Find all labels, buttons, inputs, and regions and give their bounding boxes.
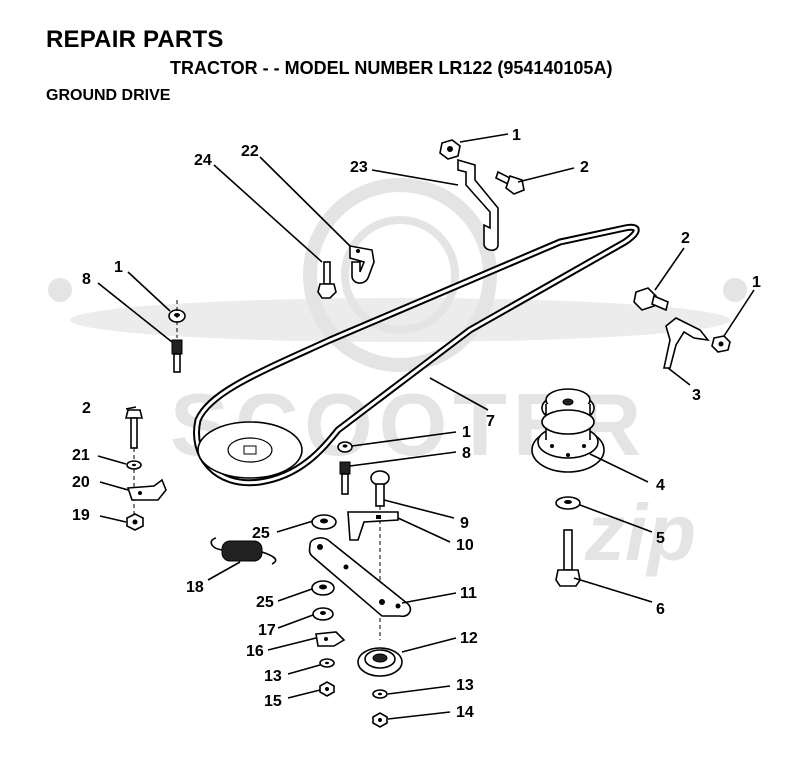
callout-3: 3 (692, 387, 701, 404)
lock-nut-1-center[interactable] (337, 441, 353, 453)
model-subtitle: TRACTOR - - MODEL NUMBER LR122 (95414010… (170, 58, 613, 78)
section-heading: GROUND DRIVE (46, 87, 171, 104)
callout-2: 2 (82, 400, 91, 417)
callout-9: 9 (460, 515, 469, 532)
callout-1: 1 (512, 127, 521, 144)
callout-8: 8 (462, 445, 471, 462)
bracket-20[interactable] (126, 478, 167, 501)
washer-13-right[interactable] (372, 689, 388, 699)
hex-nut-19[interactable] (126, 513, 144, 531)
callout-16: 16 (246, 643, 264, 660)
bolt-2-right[interactable] (633, 287, 669, 312)
callout-1: 1 (114, 259, 123, 276)
callout-21: 21 (72, 447, 90, 464)
callout-2: 2 (681, 230, 690, 247)
lock-nut-1-right[interactable] (711, 335, 731, 353)
washer-13-left[interactable] (319, 658, 335, 668)
callout-11: 11 (460, 585, 477, 602)
callout-12: 12 (460, 630, 478, 647)
callout-2: 2 (580, 159, 589, 176)
callout-7: 7 (486, 413, 495, 430)
callout-25: 25 (252, 525, 270, 542)
idler-arm-11[interactable] (308, 537, 412, 618)
bracket-23[interactable] (457, 158, 499, 252)
bolt-2-top[interactable] (495, 170, 525, 195)
page-title: REPAIR PARTS (46, 26, 224, 53)
callout-20: 20 (72, 474, 90, 491)
hex-nut-14[interactable] (372, 712, 388, 728)
hex-nut-15[interactable] (319, 681, 335, 697)
spacer-25-top[interactable] (311, 514, 337, 530)
callout-10: 10 (456, 537, 474, 554)
callout-1: 1 (752, 274, 761, 291)
callout-labels: 1 2 23 24 22 2 1 1 8 3 2 7 1 8 21 20 4 1… (72, 127, 761, 721)
leader-lines (97, 133, 755, 720)
idler-pulley-12[interactable] (357, 647, 403, 677)
callout-25: 25 (256, 594, 274, 611)
callout-15: 15 (264, 693, 282, 710)
washer-5[interactable] (555, 496, 581, 510)
bracket-3[interactable] (663, 317, 710, 369)
callout-23: 23 (350, 159, 368, 176)
callout-17: 17 (258, 622, 276, 639)
lock-nut-1-top[interactable] (439, 139, 461, 160)
callout-18: 18 (186, 579, 204, 596)
watermark-text-2: zip (584, 488, 696, 577)
shoulder-bolt-8-left[interactable] (171, 339, 183, 373)
shoulder-bolt-8-center[interactable] (339, 461, 351, 495)
spacer-25-bottom[interactable] (311, 580, 335, 596)
bracket-22[interactable] (349, 245, 375, 284)
bushing-17[interactable] (312, 607, 334, 621)
drive-belt[interactable] (193, 223, 640, 487)
callout-24: 24 (194, 152, 212, 169)
bolt-24[interactable] (317, 261, 337, 299)
bracket-16[interactable] (315, 631, 346, 647)
bolt-2-left[interactable] (124, 409, 144, 449)
drive-pulley-4[interactable] (531, 388, 605, 473)
bracket-10[interactable] (347, 511, 399, 541)
callout-13: 13 (456, 677, 474, 694)
callout-13: 13 (264, 668, 282, 685)
callout-1: 1 (462, 424, 471, 441)
carriage-bolt-9[interactable] (370, 470, 390, 507)
callout-19: 19 (72, 507, 90, 524)
spring-18[interactable] (210, 537, 277, 565)
bolt-6[interactable] (555, 529, 581, 587)
callout-5: 5 (656, 530, 665, 547)
callout-14: 14 (456, 704, 474, 721)
callout-6: 6 (656, 601, 665, 618)
washer-21[interactable] (126, 460, 142, 470)
callout-4: 4 (656, 477, 665, 494)
callout-22: 22 (241, 143, 259, 160)
callout-8: 8 (82, 271, 91, 288)
